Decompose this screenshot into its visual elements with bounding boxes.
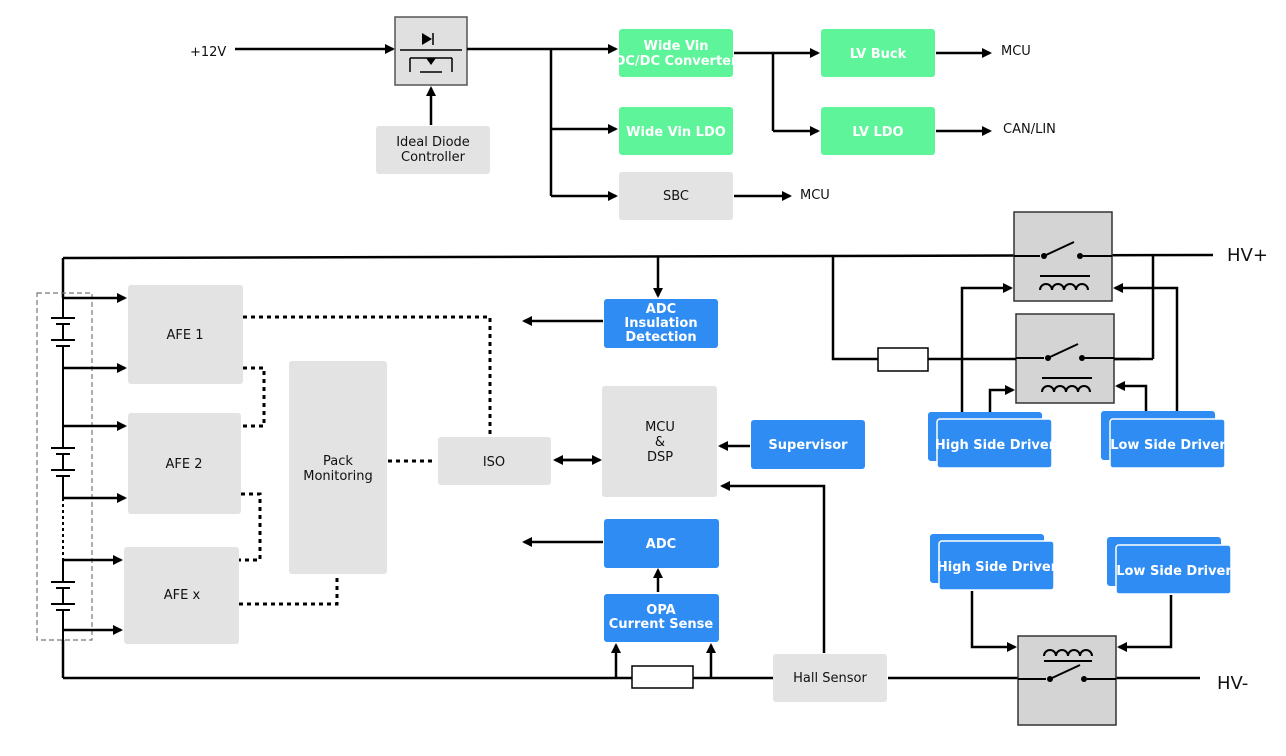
hall-sensor-box (773, 654, 887, 702)
supervisor-box (751, 420, 865, 469)
battery-cells (51, 298, 75, 640)
afe1-box (128, 285, 243, 384)
wide-vin-ldo-box (619, 107, 733, 155)
adc-insulation-label-1: ADC (646, 302, 676, 317)
precharge-resistor (877, 347, 929, 372)
lsd1-to-relay (1113, 283, 1179, 411)
lv-ldo-box (821, 107, 935, 155)
ideal-diode-controller-box (376, 126, 490, 174)
lv-buck-label: LV Buck (850, 47, 907, 62)
ideal-diode-label-1: Ideal Diode (396, 135, 470, 150)
daisy-afe2-afex (239, 492, 262, 562)
hall-sensor-label: Hall Sensor (793, 671, 867, 686)
hsd2-to-relay (970, 591, 1017, 652)
lv-buck-box (821, 29, 935, 77)
main-negative-relay (1017, 635, 1117, 726)
afe1-label: AFE 1 (167, 328, 204, 343)
opa-box (604, 594, 719, 642)
high-side-driver-2-box (938, 540, 1055, 591)
high-side-driver-1-box (936, 418, 1053, 469)
opa-label-1: OPA (646, 603, 675, 618)
hsd1-to-relay (960, 283, 1013, 412)
wide-vin-dcdc-label-2: DC/DC Converter (615, 54, 738, 69)
mcu-label-2: & (655, 435, 665, 450)
mcu-dsp-box (602, 386, 717, 497)
lv-ldo-label: LV LDO (852, 125, 903, 140)
precharge-relay (1015, 313, 1115, 404)
opa-label-2: Current Sense (609, 617, 714, 632)
input-12v-label: +12V (190, 45, 226, 60)
precharge-path-1 (831, 256, 878, 361)
sbc-out-label: MCU (800, 188, 830, 203)
low-side-driver-1-label: Low Side Driver (1110, 438, 1226, 453)
wide-vin-dcdc-box (619, 29, 733, 77)
hv-minus-label: HV- (1217, 673, 1248, 694)
hsd1-to-precharge (988, 385, 1015, 412)
wide-vin-dcdc-label-1: Wide Vin (644, 39, 709, 54)
lvldo-out-label: CAN/LIN (1003, 122, 1056, 137)
sbc-box (619, 172, 733, 220)
main-positive-relay (1013, 211, 1113, 302)
low-side-driver-2-label: Low Side Driver (1116, 564, 1232, 579)
supervisor-label: Supervisor (768, 438, 848, 453)
low-side-driver-1-box (1109, 418, 1226, 469)
ideal-diode-label-2: Controller (401, 150, 466, 165)
buck-out-label: MCU (1001, 44, 1031, 59)
battery-stack-outline (36, 292, 93, 641)
high-side-driver-2-label: High Side Driver (937, 560, 1058, 575)
hall-to-mcu (720, 481, 826, 653)
afe2-box (128, 413, 241, 514)
mosfet-symbol (394, 16, 468, 86)
mcu-label-1: MCU (645, 420, 675, 435)
mcu-label-3: DSP (647, 450, 673, 465)
pack-monitoring-label-2: Monitoring (303, 469, 373, 484)
lsd1-to-precharge (1115, 381, 1148, 411)
shunt-resistor (631, 665, 694, 689)
adc-insulation-label-2: Insulation (624, 316, 697, 331)
daisy-afe1-afe2 (241, 366, 266, 428)
afex-label: AFE x (164, 588, 201, 603)
wide-vin-ldo-label: Wide Vin LDO (626, 125, 726, 140)
hv-plus-label: HV+ (1227, 245, 1268, 266)
adc-box (604, 519, 719, 568)
pack-monitoring-label-1: Pack (323, 454, 353, 469)
afex-to-pack (239, 575, 339, 606)
afe1-to-iso (243, 315, 492, 438)
high-side-driver-1-label: High Side Driver (935, 438, 1056, 453)
adc-insulation-box (604, 299, 718, 348)
afe2-label: AFE 2 (166, 457, 203, 472)
adc-label: ADC (646, 537, 676, 552)
iso-label: ISO (483, 455, 505, 470)
afex-box (124, 547, 239, 644)
low-side-driver-2-box (1115, 544, 1232, 595)
pack-monitoring-box (289, 361, 387, 574)
adc-insulation-label-3: Detection (625, 330, 696, 345)
iso-box (438, 437, 551, 485)
lsd2-to-relay (1117, 595, 1173, 652)
sbc-label: SBC (663, 189, 689, 204)
